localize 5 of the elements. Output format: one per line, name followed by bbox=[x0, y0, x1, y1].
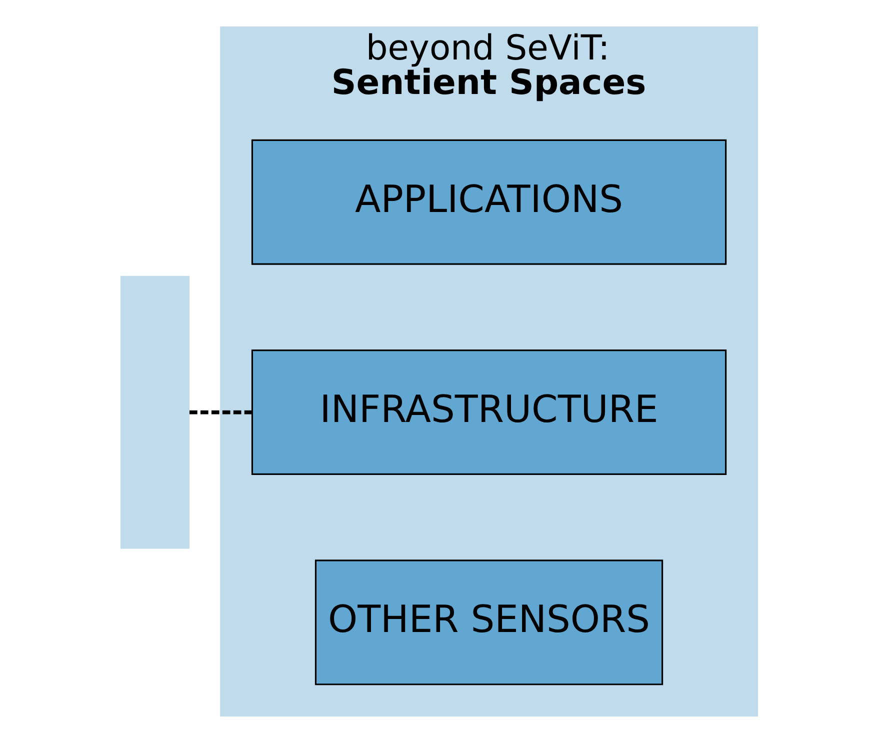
node-box: OTHER SENSORS bbox=[314, 560, 664, 686]
node-box: APPLICATIONS bbox=[251, 139, 727, 265]
node-box bbox=[120, 276, 190, 549]
node-box: INFRASTRUCTURE bbox=[251, 350, 727, 475]
connector bbox=[188, 410, 252, 414]
